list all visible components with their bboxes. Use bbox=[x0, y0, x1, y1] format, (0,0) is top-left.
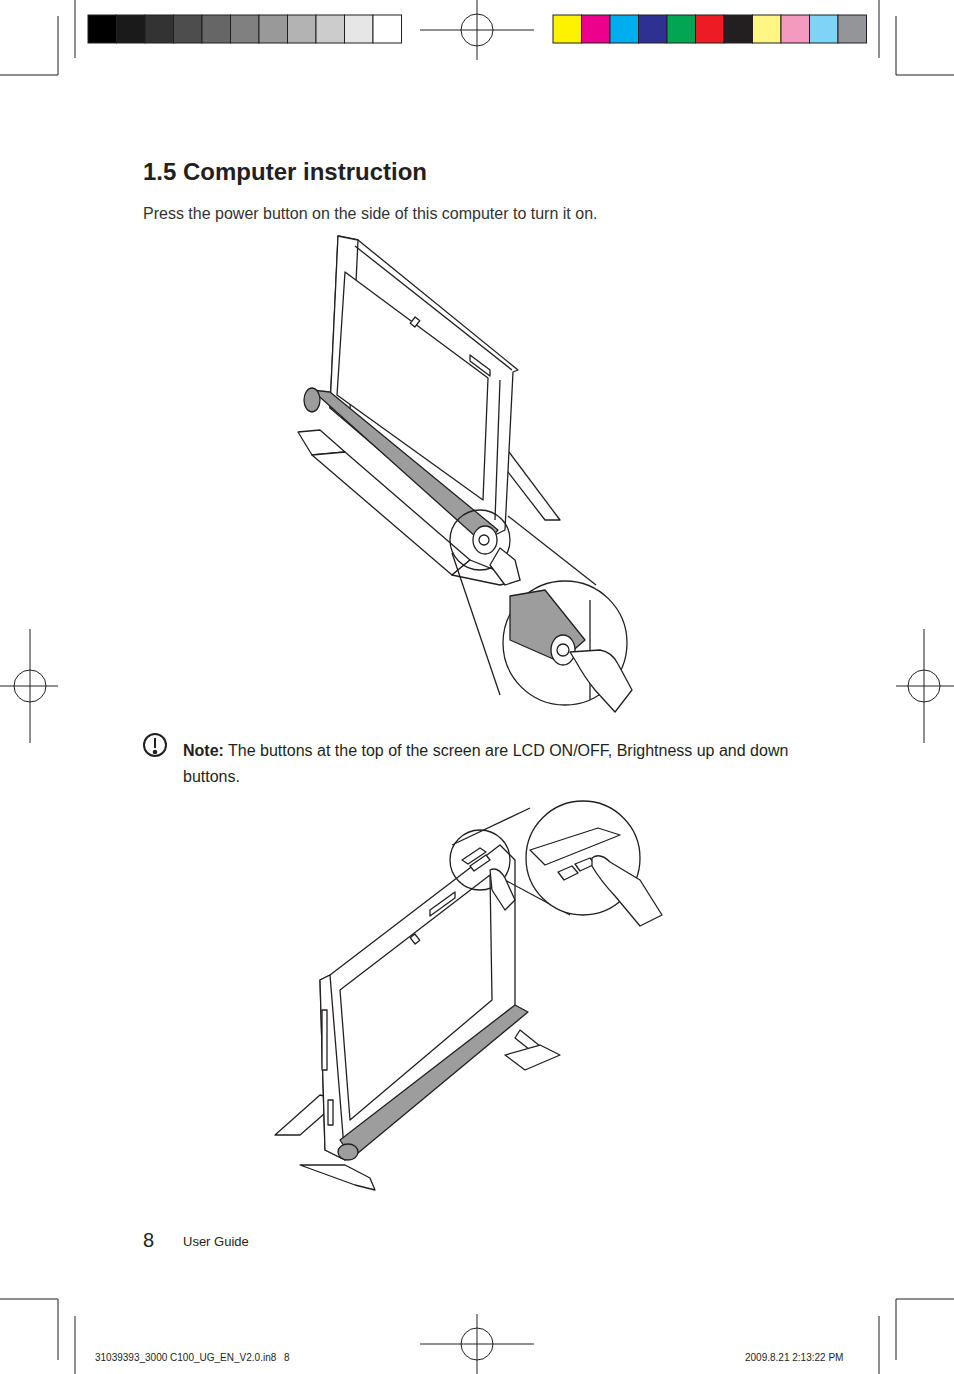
page-number: 8 bbox=[143, 1229, 154, 1252]
body-text: Press the power button on the side of th… bbox=[143, 205, 597, 223]
computer-illustration-buttons bbox=[275, 801, 662, 1190]
running-footer: User Guide bbox=[183, 1234, 249, 1249]
grey-color-bar bbox=[88, 15, 402, 43]
printer-timestamp: 2009.8.21 2:13:22 PM bbox=[745, 1352, 843, 1363]
printer-slug: 31039393_3000 C100_UG_EN_V2.0.in8 bbox=[95, 1352, 276, 1363]
section-title: 1.5 Computer instruction bbox=[143, 158, 427, 186]
computer-illustration-power bbox=[298, 236, 632, 712]
note-icon bbox=[144, 734, 166, 756]
printer-slug-page: 8 bbox=[284, 1352, 290, 1363]
note-text: The buttons at the top of the screen are… bbox=[183, 742, 788, 785]
note-paragraph: Note: The buttons at the top of the scre… bbox=[183, 738, 808, 790]
note-lead: Note: bbox=[183, 742, 224, 759]
process-color-bar bbox=[553, 15, 867, 43]
